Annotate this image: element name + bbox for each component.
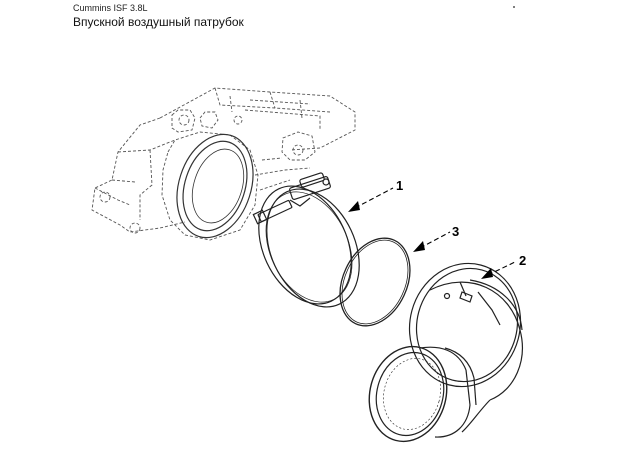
stray-dot (513, 6, 515, 8)
callout-1: 1 (396, 178, 403, 193)
intake-port-flange (176, 133, 254, 239)
seal-ring (339, 237, 411, 327)
intake-elbow (368, 262, 523, 443)
model-label: Cummins ISF 3.8L (73, 3, 148, 13)
callout-leaders (354, 187, 516, 276)
v-band-clamp (252, 172, 360, 308)
callout-arrowheads (348, 201, 493, 279)
callout-2: 2 (519, 253, 526, 268)
engine-block-outline (91, 87, 356, 241)
callout-3: 3 (452, 224, 459, 239)
page-title: Впускной воздушный патрубок (73, 15, 244, 29)
